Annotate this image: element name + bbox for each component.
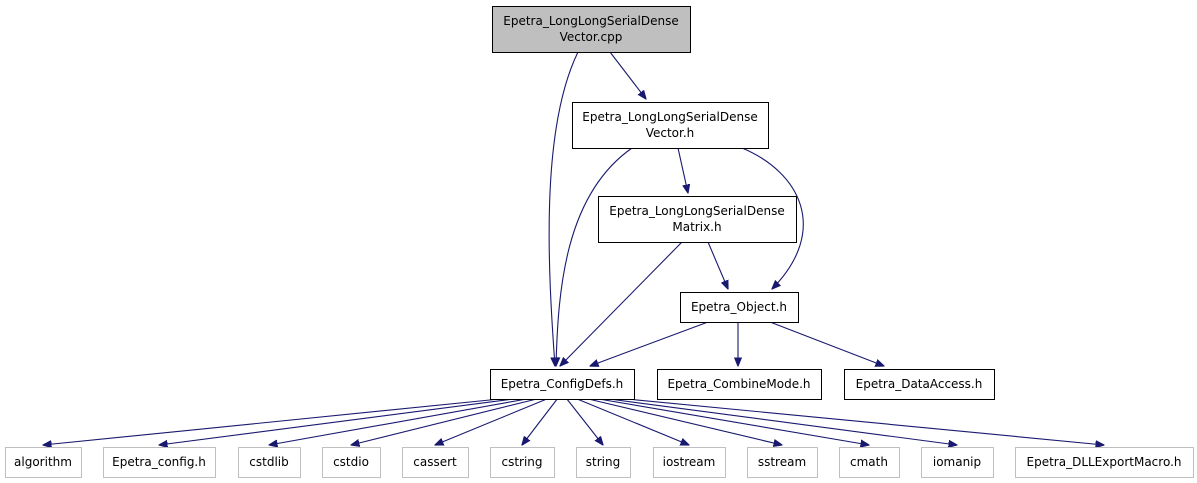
node-cassert[interactable]: cassert <box>402 447 469 478</box>
node-label: Epetra_LongLongSerialDense <box>609 204 784 218</box>
edge-configdefs_h-to-cstring <box>522 398 558 445</box>
edges-layer <box>43 51 1104 445</box>
node-box <box>402 447 469 478</box>
edge-vector_h-to-object_h <box>741 147 804 289</box>
node-label: Epetra_DLLExportMacro.h <box>1027 455 1182 469</box>
node-combinemode-h[interactable]: Epetra_CombineMode.h <box>657 369 822 400</box>
node-box <box>103 447 216 478</box>
edge-configdefs_h-to-cassert <box>435 398 548 445</box>
node-label: Epetra_Object.h <box>691 300 787 314</box>
edge-configdefs_h-to-iostream <box>576 398 689 445</box>
node-label: cstdlib <box>249 455 288 469</box>
edge-configdefs_h-to-iomanip <box>609 398 957 445</box>
edge-configdefs_h-to-cstdio <box>351 398 537 445</box>
node-box <box>490 447 555 478</box>
node-dataaccess-h[interactable]: Epetra_DataAccess.h <box>844 369 995 400</box>
node-label: iostream <box>663 455 716 469</box>
node-box <box>322 447 381 478</box>
node-label: Vector.h <box>646 126 695 140</box>
node-box <box>5 447 82 478</box>
edge-vector_h-to-matrix_h <box>677 147 688 193</box>
node-box <box>572 102 769 149</box>
node-string[interactable]: string <box>576 447 631 478</box>
node-box <box>1015 447 1194 478</box>
node-box <box>844 369 995 400</box>
edge-vector_cpp-to-configdefs_h <box>548 51 579 366</box>
node-box <box>598 196 797 243</box>
node-algorithm[interactable]: algorithm <box>5 447 82 478</box>
edge-matrix_h-to-object_h <box>707 241 728 289</box>
node-label: string <box>586 455 620 469</box>
node-sstream[interactable]: sstream <box>747 447 818 478</box>
node-box <box>680 292 799 323</box>
node-label: Epetra_LongLongSerialDense <box>582 110 757 124</box>
node-label: sstream <box>758 455 806 469</box>
node-box <box>657 369 822 400</box>
edge-configdefs_h-to-string <box>566 398 603 445</box>
edge-object_h-to-dataaccess_h <box>769 321 884 366</box>
edge-matrix_h-to-configdefs_h <box>560 241 683 366</box>
node-iomanip[interactable]: iomanip <box>921 447 994 478</box>
node-label: Matrix.h <box>672 220 721 234</box>
node-cstdio[interactable]: cstdio <box>322 447 381 478</box>
edge-configdefs_h-to-epetra_config_h <box>159 398 514 445</box>
edge-object_h-to-configdefs_h <box>590 321 709 366</box>
node-cmath[interactable]: cmath <box>839 447 900 478</box>
node-label: algorithm <box>14 455 72 469</box>
edge-vector_h-to-configdefs_h <box>556 147 633 366</box>
node-label: cmath <box>850 455 888 469</box>
node-label: cstring <box>501 455 542 469</box>
edge-configdefs_h-to-cmath <box>598 398 869 445</box>
edge-configdefs_h-to-cstdlib <box>269 398 527 445</box>
node-dllexport-h[interactable]: Epetra_DLLExportMacro.h <box>1015 447 1194 478</box>
node-box <box>839 447 900 478</box>
node-box <box>238 447 301 478</box>
node-epetra-config-h[interactable]: Epetra_config.h <box>103 447 216 478</box>
node-label: Epetra_LongLongSerialDense <box>503 14 678 28</box>
edge-configdefs_h-to-algorithm <box>43 398 500 445</box>
edge-vector_cpp-to-vector_h <box>609 51 646 99</box>
node-label: iomanip <box>933 455 981 469</box>
node-box <box>921 447 994 478</box>
node-box <box>576 447 631 478</box>
node-label: Vector.cpp <box>560 30 623 44</box>
node-label: Epetra_config.h <box>112 455 206 469</box>
node-box <box>490 369 635 400</box>
node-label: cassert <box>413 455 457 469</box>
node-box <box>653 447 726 478</box>
edge-configdefs_h-to-dllexport_h <box>626 398 1104 445</box>
node-box <box>492 6 691 53</box>
node-cstring[interactable]: cstring <box>490 447 555 478</box>
node-object-h[interactable]: Epetra_Object.h <box>680 292 799 323</box>
node-box <box>747 447 818 478</box>
node-label: cstdio <box>333 455 369 469</box>
node-label: Epetra_DataAccess.h <box>856 377 983 391</box>
node-iostream[interactable]: iostream <box>653 447 726 478</box>
edge-configdefs_h-to-sstream <box>588 398 782 445</box>
node-label: Epetra_CombineMode.h <box>667 377 810 391</box>
nodes-layer: Epetra_LongLongSerialDenseVector.cppEpet… <box>5 6 1194 478</box>
node-label: Epetra_ConfigDefs.h <box>501 377 624 391</box>
node-configdefs-h[interactable]: Epetra_ConfigDefs.h <box>490 369 635 400</box>
node-cstdlib[interactable]: cstdlib <box>238 447 301 478</box>
